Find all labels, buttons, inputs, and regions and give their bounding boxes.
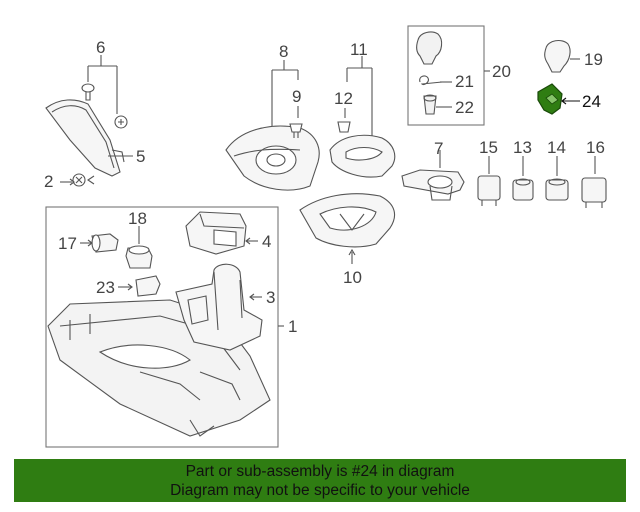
callout-22: 22	[455, 98, 474, 117]
callout-16: 16	[586, 138, 605, 157]
callout-17: 17	[58, 234, 77, 253]
console-box-4	[185, 211, 247, 255]
callout-13: 13	[513, 138, 532, 157]
callout-9: 9	[292, 87, 301, 106]
callout-15: 15	[479, 138, 498, 157]
shift-knob-19	[544, 39, 571, 73]
side-trim-panel	[45, 99, 125, 177]
callout-8: 8	[279, 42, 288, 61]
cup-holder	[401, 169, 465, 201]
switch-16	[581, 177, 607, 208]
highlighted-part-24	[537, 83, 563, 115]
switch-15	[477, 175, 501, 206]
switch-14	[545, 178, 569, 201]
socket-18	[125, 245, 153, 269]
socket-17	[91, 233, 119, 253]
screw-icon	[114, 115, 128, 129]
callout-11: 11	[350, 40, 368, 59]
clip-icon-9	[289, 123, 303, 138]
shift-panel	[299, 193, 396, 248]
callout-23: 23	[96, 278, 115, 297]
parts-diagram: 6 5 2 8 9 11 12 10 20 21 22 19 24 7 15 1…	[44, 25, 607, 448]
cover-23	[135, 275, 161, 297]
callout-14: 14	[547, 138, 566, 157]
callout-2: 2	[44, 172, 53, 191]
info-banner: Part or sub-assembly is #24 in diagram D…	[14, 459, 626, 502]
callout-3: 3	[266, 288, 275, 307]
callout-10: 10	[343, 268, 362, 287]
banner-line-1: Part or sub-assembly is #24 in diagram	[185, 463, 455, 480]
callout-6: 6	[96, 38, 105, 57]
callout-24: 24	[582, 92, 601, 111]
callout-21: 21	[455, 72, 474, 91]
callout-12: 12	[334, 89, 353, 108]
shift-knob-20	[416, 31, 443, 65]
switch-13	[512, 178, 534, 201]
spring-icon	[419, 75, 443, 86]
clip-icon-12	[337, 121, 351, 133]
armrest-bracket	[175, 263, 263, 351]
knob-insert	[423, 94, 437, 115]
callout-7: 7	[434, 139, 443, 158]
banner-line-2: Diagram may not be specific to your vehi…	[170, 482, 470, 499]
shift-bezel-upper	[225, 125, 320, 191]
push-clip-icon	[81, 83, 95, 101]
callout-19: 19	[584, 50, 603, 69]
callout-5: 5	[136, 147, 145, 166]
shift-bezel-side	[329, 134, 396, 178]
callout-20: 20	[492, 62, 511, 81]
callout-1: 1	[288, 317, 297, 336]
callout-4: 4	[262, 232, 271, 251]
clip-icon-2	[72, 173, 86, 187]
callout-18: 18	[128, 209, 147, 228]
